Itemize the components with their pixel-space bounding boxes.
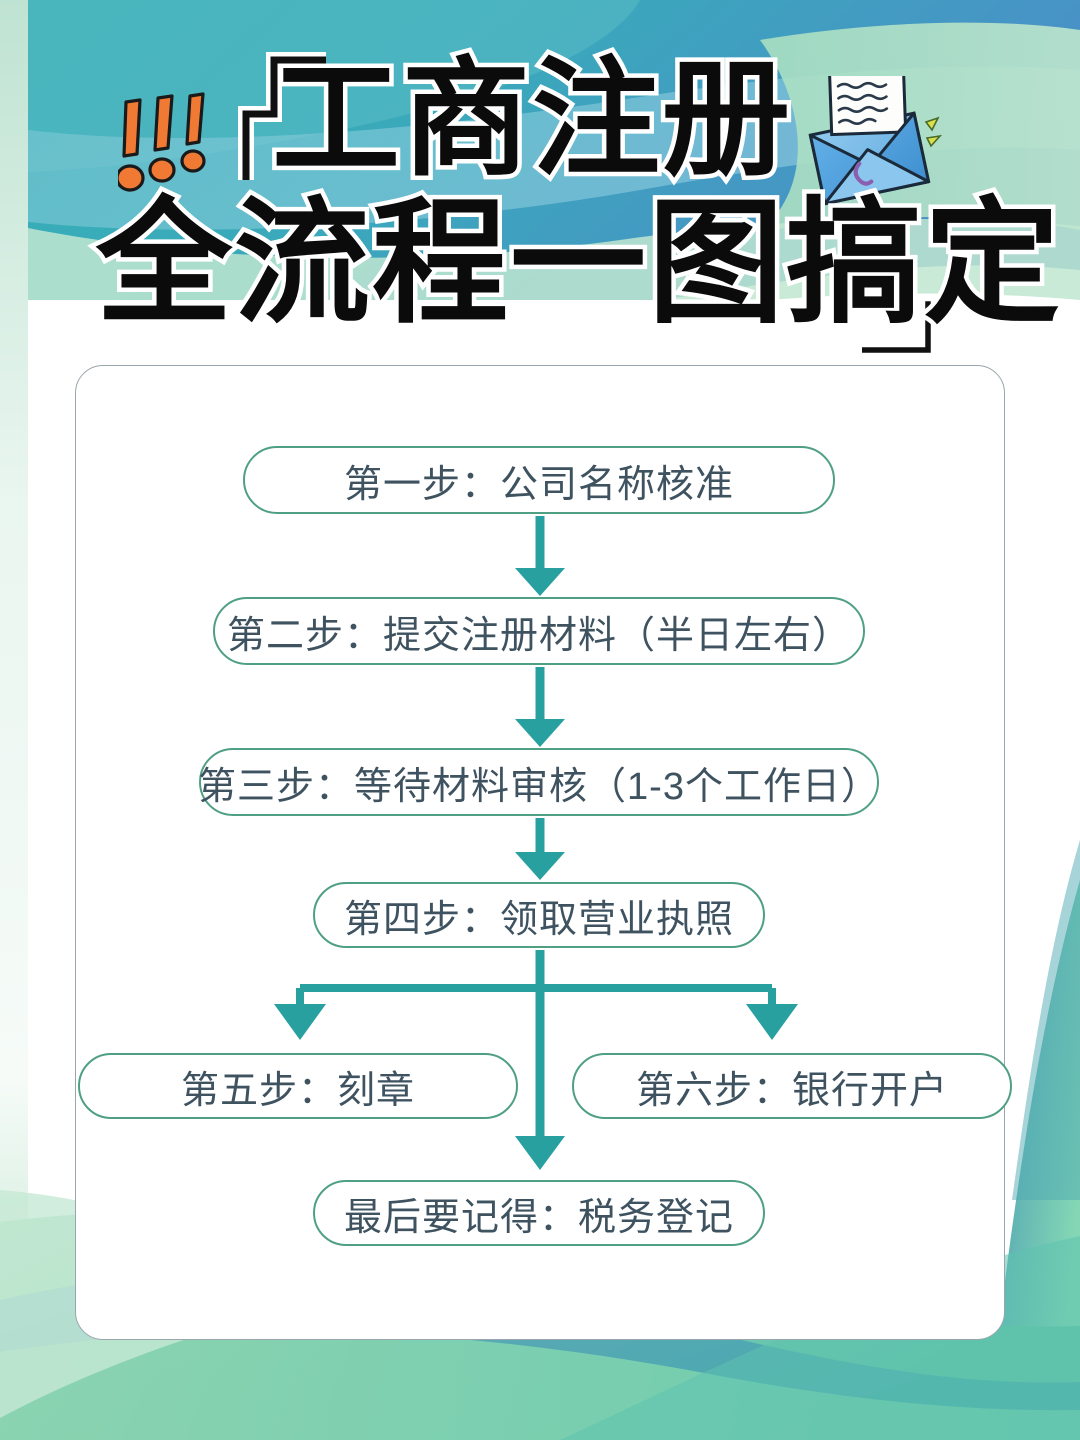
flow-node-step3[interactable]: 第三步：等待材料审核（1-3个工作日） xyxy=(198,748,880,816)
flow-node-step6-label: 第六步：银行开户 xyxy=(635,1069,948,1112)
flow-node-step7[interactable]: 最后要记得：税务登记 xyxy=(313,1180,765,1246)
flow-node-step7-label: 最后要记得：税务登记 xyxy=(343,1196,734,1239)
flow-node-step2-label: 第二步：提交注册材料（半日左右） xyxy=(226,614,851,657)
flow-node-step5-label: 第五步：刻章 xyxy=(180,1069,415,1112)
flow-node-step2[interactable]: 第二步：提交注册材料（半日左右） xyxy=(213,597,865,665)
flow-node-step4-label: 第四步：领取营业执照 xyxy=(343,898,734,941)
exclamation-marks-icon xyxy=(118,92,206,192)
flow-node-step5[interactable]: 第五步：刻章 xyxy=(78,1053,518,1119)
corner-bracket-top-left-icon xyxy=(238,52,326,180)
sparkle-icon xyxy=(924,116,943,148)
flow-node-step4[interactable]: 第四步：领取营业执照 xyxy=(313,882,765,948)
flow-node-step6[interactable]: 第六步：银行开户 xyxy=(572,1053,1012,1119)
flow-node-step3-label: 第三步：等待材料审核（1-3个工作日） xyxy=(198,765,880,808)
flow-node-step1[interactable]: 第一步：公司名称核准 xyxy=(243,446,835,514)
corner-bracket-bottom-right-icon xyxy=(862,300,935,356)
poster-title-line-1: 工商注册 xyxy=(267,45,794,194)
envelope-icon xyxy=(808,76,943,206)
poster-title-block: 工商注册 全流程一图搞定 xyxy=(0,0,1080,360)
poster-title-line-2: 全流程一图搞定 xyxy=(92,185,1065,343)
flow-node-step1-label: 第一步：公司名称核准 xyxy=(343,463,734,506)
